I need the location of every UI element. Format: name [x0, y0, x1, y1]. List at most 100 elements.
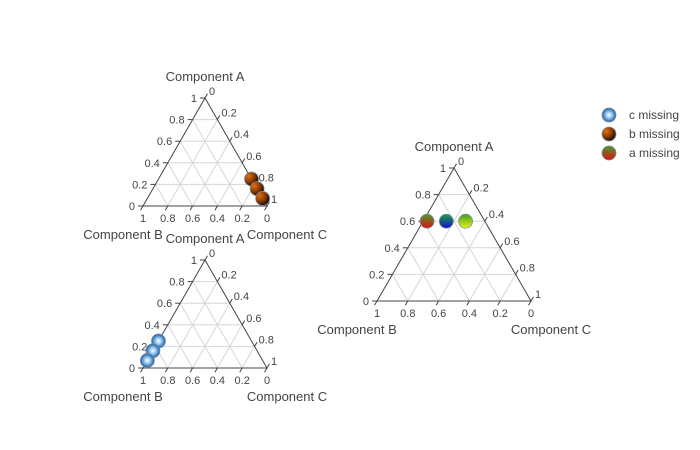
tick-label-a: 1: [191, 93, 197, 105]
tick-label-b: 0: [264, 375, 270, 387]
tick-b: [239, 367, 243, 373]
tick-b: [164, 205, 169, 211]
point-c-missing[interactable]: [139, 353, 155, 368]
axis-title-b: Component B: [83, 227, 163, 242]
tick-b: [497, 300, 501, 306]
ternary-plot-3: 0000.20.20.20.40.40.40.60.60.60.80.80.81…: [317, 139, 591, 337]
ternary-frame: [142, 258, 268, 369]
tick-label-b: 0.4: [462, 308, 477, 320]
tick-c: [216, 115, 221, 120]
tick-c: [468, 190, 473, 195]
tick-label-a: 0.6: [400, 216, 415, 228]
tick-label-b: 0.8: [160, 213, 175, 225]
tick-b: [214, 205, 218, 211]
tick-c: [216, 277, 221, 282]
legend-marker-c-missing: [601, 107, 617, 123]
tick-label-b: 1: [374, 308, 380, 320]
legend-item[interactable]: c missing: [601, 107, 679, 123]
tick-b: [264, 367, 268, 373]
tick-label-c: 0.6: [504, 236, 519, 248]
tick-label-a: 0: [363, 296, 369, 308]
gridline-b: [391, 274, 409, 302]
gridline-b: [167, 324, 194, 369]
point-c-missing[interactable]: [419, 213, 435, 229]
tick-c: [241, 320, 246, 326]
tick-c: [204, 93, 208, 99]
axis-title-c: Component C: [511, 322, 591, 337]
tick-label-c: 0.6: [246, 313, 261, 325]
tick-label-a: 0.4: [145, 320, 160, 332]
tick-label-a: 0.2: [132, 341, 147, 353]
ternary-plots: 0 0 0 0.2 0.2 0.2 0.4 0.4 0.4 0.6 0.6 0.6 0.8 0.8 0.8 1…: [83, 69, 591, 404]
tick-label-c: 0.4: [489, 209, 504, 221]
gridline-b: [422, 220, 470, 302]
point-a-missing[interactable]: [458, 213, 473, 229]
tick-b: [374, 300, 378, 306]
tick-label-c: 0.2: [221, 108, 236, 120]
gridline-b: [179, 140, 218, 207]
tick-c: [453, 163, 457, 169]
ternary-frame: [142, 96, 268, 207]
tick-label-a: 0.4: [145, 158, 160, 170]
tick-label-a: 0.6: [157, 298, 172, 310]
tick-c: [204, 255, 208, 261]
point-b-missing[interactable]: [438, 213, 454, 229]
legend: c missing b missing a missing: [601, 107, 680, 161]
axis-title-a: Component A: [415, 139, 494, 154]
tick-label-b: 0.2: [493, 308, 508, 320]
tick-label-b: 0: [528, 308, 534, 320]
legend-item[interactable]: a missing: [601, 145, 680, 161]
tick-label-c: 1: [271, 356, 277, 368]
tick-label-c: 0: [209, 248, 215, 260]
legend-item[interactable]: b missing: [601, 126, 680, 142]
tick-label-a: 0: [129, 201, 135, 213]
tick-b: [189, 367, 194, 373]
tick-b: [239, 205, 243, 211]
tick-label-a: 0.8: [415, 190, 430, 202]
tick-label-a: 0.2: [132, 179, 147, 191]
gridline-c: [192, 140, 231, 207]
gridline-c: [438, 220, 486, 302]
tick-label-b: 0.6: [185, 375, 200, 387]
tick-label-b: 0.8: [400, 308, 415, 320]
tick-label-a: 0.8: [169, 277, 184, 289]
tick-label-c: 0.8: [520, 262, 535, 274]
legend-label: a missing: [629, 146, 680, 160]
axis-title-a: Component A: [166, 231, 245, 246]
gridline-b: [167, 162, 194, 207]
tick-label-b: 0.6: [185, 213, 200, 225]
tick-c: [266, 201, 270, 207]
tick-c: [499, 243, 504, 249]
tick-label-a: 1: [191, 255, 197, 267]
ternary-plot-1: 0000.20.20.20.40.40.40.60.60.60.80.80.81…: [83, 69, 327, 242]
tick-b: [466, 300, 470, 306]
gridlines: [391, 194, 517, 302]
tick-b: [528, 300, 532, 306]
tick-b: [404, 300, 409, 306]
axis-title-a: Component A: [166, 69, 245, 84]
axis-title-c: Component C: [247, 389, 327, 404]
tick-c: [515, 269, 519, 275]
gridline-c: [192, 302, 231, 369]
ternary-frame: [376, 167, 532, 302]
tick-label-c: 0: [209, 86, 215, 98]
tick-label-a: 0.2: [369, 269, 384, 281]
tick-b: [214, 367, 218, 373]
tick-c: [530, 296, 534, 302]
tick-c: [229, 298, 233, 304]
legend-label: b missing: [629, 127, 680, 141]
tick-label-a: 0: [129, 363, 135, 375]
tick-b: [435, 300, 440, 306]
gridline-c: [241, 346, 256, 369]
legend-marker-b-missing: [601, 126, 617, 142]
tick-c: [266, 363, 270, 369]
tick-label-a: 0.8: [169, 115, 184, 127]
tick-label-c: 0.6: [246, 151, 261, 163]
point-b-missing[interactable]: [255, 191, 271, 206]
tick-label-a: 1: [440, 163, 446, 175]
tick-label-c: 1: [271, 194, 277, 206]
gridline-b: [407, 247, 440, 302]
tick-c: [254, 341, 258, 347]
tick-b: [140, 367, 144, 373]
